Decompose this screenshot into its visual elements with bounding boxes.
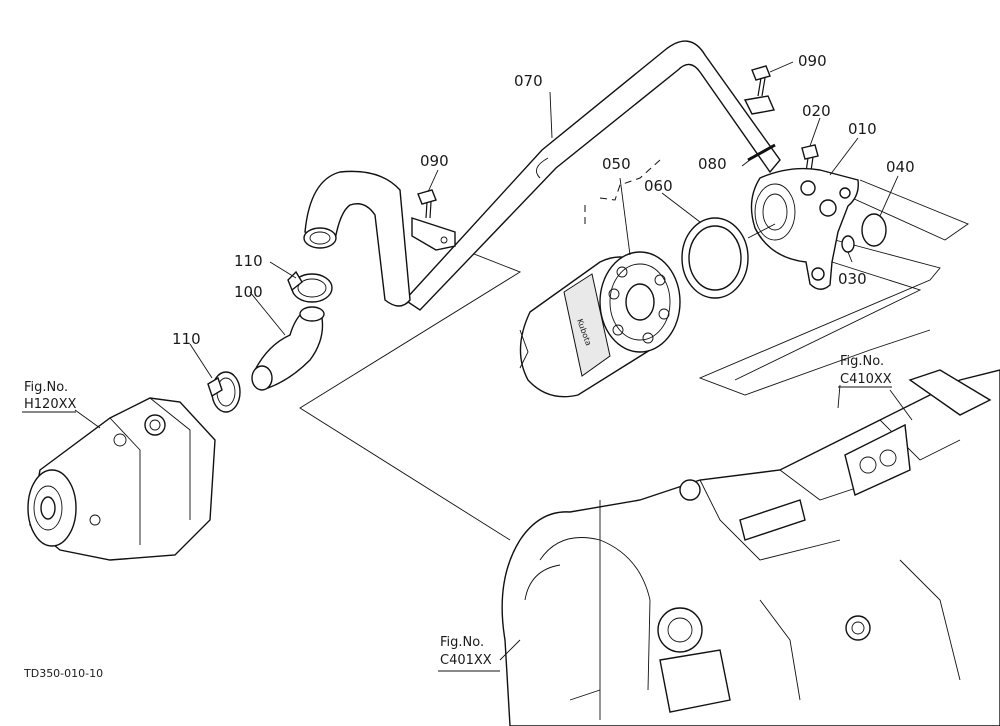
figref-c410-prefix: Fig.No. — [840, 354, 884, 369]
dashed-leaders — [584, 159, 661, 228]
oil-pipe-070 — [303, 40, 781, 311]
o-ring-030 — [841, 235, 855, 253]
label-090-upper: 090 — [798, 52, 827, 70]
figref-h120-prefix: Fig.No. — [24, 380, 68, 395]
label-090-lower: 090 — [420, 152, 449, 170]
bolt-090-upper — [751, 65, 771, 97]
transmission-case — [501, 369, 1000, 726]
oil-filter-050: Kubota — [519, 251, 681, 398]
label-030: 030 — [838, 270, 867, 288]
figref-c401-prefix: Fig.No. — [440, 635, 484, 650]
hose-clamp-110-lower — [207, 371, 241, 413]
filter-head-010 — [750, 167, 859, 290]
label-020: 020 — [802, 102, 831, 120]
gasket-060 — [639, 217, 776, 299]
o-ring-040 — [861, 213, 887, 247]
hose-clamp-110-upper — [287, 270, 333, 303]
label-110-lower: 110 — [172, 330, 201, 348]
label-110-upper: 110 — [234, 252, 263, 270]
label-050: 050 — [602, 155, 631, 173]
drawing-code: TD350-010-10 — [23, 667, 103, 680]
hydraulic-pump — [27, 397, 216, 561]
label-010: 010 — [848, 120, 877, 138]
figref-h120-code: H120XX — [24, 397, 76, 412]
figref-c410-code: C410XX — [840, 372, 892, 387]
bolt-090-lower — [417, 189, 437, 219]
leader-lines — [74, 61, 913, 672]
hose-100 — [251, 306, 325, 391]
label-070: 070 — [514, 72, 543, 90]
label-060: 060 — [644, 177, 673, 195]
figref-c401-code: C401XX — [440, 653, 492, 668]
label-080: 080 — [698, 155, 727, 173]
label-040: 040 — [886, 158, 915, 176]
label-100: 100 — [234, 283, 263, 301]
